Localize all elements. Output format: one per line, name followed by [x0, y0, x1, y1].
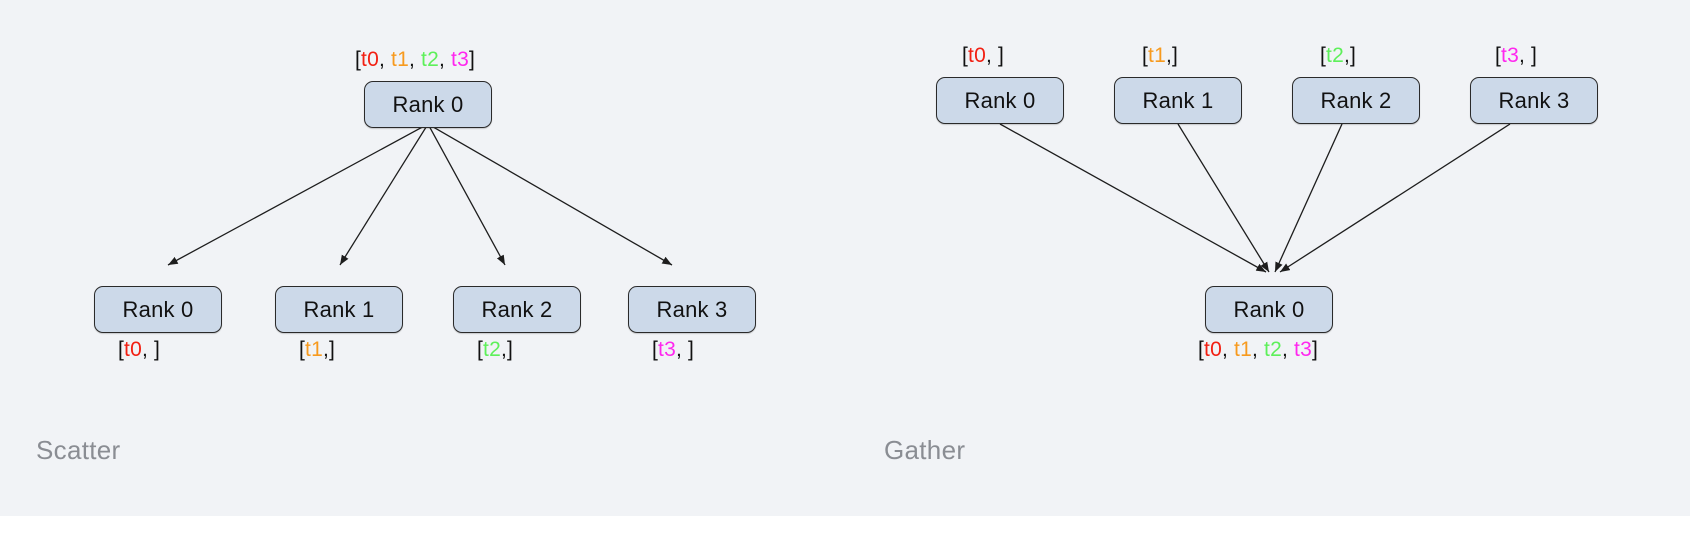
- gather-source-tensor-label-0: [t0, ]: [962, 44, 1005, 67]
- edge-layer: [167, 123, 1511, 273]
- bottom-strip: [0, 516, 1690, 542]
- scatter-leaf-node-0[interactable]: Rank 0: [94, 286, 222, 333]
- gather-root-node[interactable]: Rank 0: [1205, 286, 1333, 333]
- scatter-leaf-tensor-label-1: [t1,]: [299, 338, 336, 361]
- edge-scatter-3: [427, 123, 673, 266]
- edge-gather-0: [999, 123, 1267, 273]
- gather-root-node-label: Rank 0: [1233, 296, 1305, 322]
- gather-source-node-2[interactable]: Rank 2: [1292, 77, 1420, 124]
- gather-source-label-0: Rank 0: [964, 87, 1036, 113]
- scatter-leaf-tensor-label-0: [t0, ]: [118, 338, 161, 361]
- scatter-leaf-node-3[interactable]: Rank 3: [628, 286, 756, 333]
- gather-source-tensor-label-3: [t3, ]: [1495, 44, 1538, 67]
- scatter-leaf-label-2: Rank 2: [481, 296, 553, 322]
- gather-source-node-3[interactable]: Rank 3: [1470, 77, 1598, 124]
- gather-root-tensor-label: [t0, t1, t2, t3]: [1198, 338, 1319, 361]
- gather-source-node-1[interactable]: Rank 1: [1114, 77, 1242, 124]
- scatter-leaf-label-0: Rank 0: [122, 296, 194, 322]
- gather-source-label-1: Rank 1: [1142, 87, 1214, 113]
- scatter-leaf-label-3: Rank 3: [656, 296, 728, 322]
- scatter-root-node[interactable]: Rank 0: [364, 81, 492, 128]
- edge-scatter-0: [167, 123, 429, 266]
- gather-source-node-0[interactable]: Rank 0: [936, 77, 1064, 124]
- edge-gather-3: [1279, 123, 1511, 273]
- scatter-leaf-node-1[interactable]: Rank 1: [275, 286, 403, 333]
- gather-caption: Gather: [884, 435, 966, 465]
- gather-source-label-3: Rank 3: [1498, 87, 1570, 113]
- scatter-leaf-tensor-label-2: [t2,]: [477, 338, 514, 361]
- edge-gather-2: [1274, 123, 1343, 273]
- scatter-caption: Scatter: [36, 435, 121, 465]
- edge-gather-1: [1177, 123, 1270, 273]
- gather-source-tensor-label-2: [t2,]: [1320, 44, 1357, 67]
- scatter-leaf-label-1: Rank 1: [303, 296, 375, 322]
- diagram-canvas: [t0, t1, t2, t3] Rank 0 Rank 0 Rank 1 Ra…: [0, 0, 1690, 516]
- edge-scatter-2: [427, 123, 506, 266]
- scatter-leaf-tensor-label-3: [t3, ]: [652, 338, 695, 361]
- gather-source-label-2: Rank 2: [1320, 87, 1392, 113]
- scatter-root-tensor-label: [t0, t1, t2, t3]: [355, 48, 476, 71]
- gather-source-tensor-label-1: [t1,]: [1142, 44, 1179, 67]
- scatter-root-node-label: Rank 0: [392, 91, 464, 117]
- edge-scatter-1: [339, 123, 429, 266]
- scatter-leaf-node-2[interactable]: Rank 2: [453, 286, 581, 333]
